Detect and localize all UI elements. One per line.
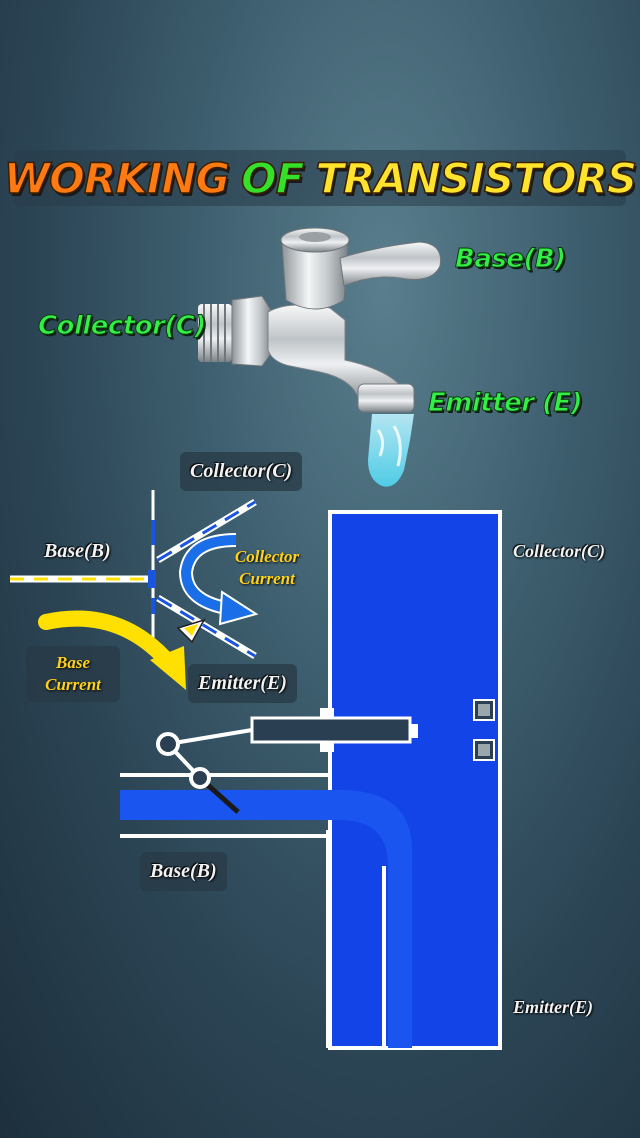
symbol-base-label: Base(B) [44,540,111,562]
faucet-base-label: Base(B) [455,244,567,275]
title-word-working: WORKING [3,153,231,204]
symbol-collector-label: Collector(C) [180,452,303,491]
base-current-label: Base Current [26,646,120,702]
pipe-diagram [120,510,502,1050]
pipe-emitter-label: Emitter(E) [513,997,593,1017]
base-current-arrow [38,610,186,690]
faucet-thread [198,304,232,362]
page-title: WORKING OF TRANSISTORS [3,150,638,206]
faucet-emitter-label: Emitter (E) [427,388,583,419]
title-word-of: OF [240,153,305,204]
symbol-emitter-label: Emitter(E) [188,664,297,703]
pipe-base-label: Base(B) [140,852,227,891]
water-stream [368,414,414,487]
transistor-symbol [10,490,257,660]
collector-current-label: Collector Current [234,547,300,588]
collector-current-arrow [178,533,259,626]
faucet-illustration [198,227,442,413]
title-word-transistors: TRANSISTORS [315,153,638,204]
faucet-collector-label: Collector(C) [38,311,207,342]
pipe-collector-label: Collector(C) [513,541,605,561]
